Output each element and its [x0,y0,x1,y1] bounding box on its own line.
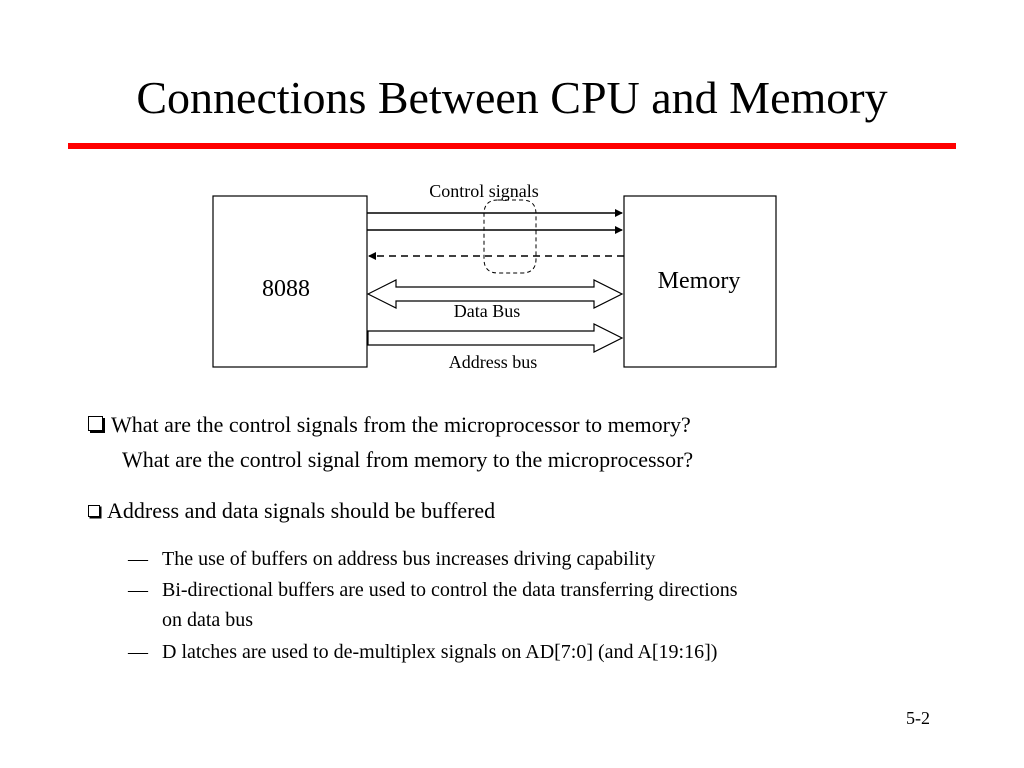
buffer-bullet: Address and data signals should be buffe… [88,494,495,528]
checkbox-bullet-icon [88,416,103,431]
question-line-2: What are the control signal from memory … [122,447,694,472]
checkbox-bullet-icon [88,505,100,517]
control-signals-group-outline [483,199,537,274]
sub-item-2: — Bi-directional buffers are used to cont… [128,575,928,635]
questions-bullet: What are the control signals from the mi… [88,408,691,442]
page-number: 5-2 [906,708,930,728]
control-signals-label: Control signals [429,181,539,201]
data-bus-arrow [366,279,624,309]
questions-bullet-continued: What are the control signal from memory … [122,443,693,477]
buffer-bullet-text: Address and data signals should be buffe… [107,498,496,523]
cpu-label: 8088 [262,276,310,302]
data-bus-label: Data Bus [454,301,521,321]
sub-item-1: — The use of buffers on address bus incre… [128,544,928,574]
dash-bullet: — [128,641,148,663]
sub-item-text-continued: on data bus [162,609,254,631]
title-rule [68,143,956,149]
memory-label: Memory [658,268,741,294]
slide-title: Connections Between CPU and Memory [136,72,888,123]
address-bus-label: Address bus [449,352,538,372]
dash-bullet: — [128,579,148,601]
address-bus-arrow [367,323,624,353]
sub-item-text: The use of buffers on address bus increa… [162,548,656,570]
question-line-1: What are the control signals from the mi… [111,412,691,437]
cpu-box [212,195,368,368]
sub-item-text: Bi-directional buffers are used to contr… [162,579,738,601]
sub-item-3: — D latches are used to de-multiplex sign… [128,637,928,667]
memory-box [623,195,777,368]
dash-bullet: — [128,548,148,570]
sub-item-text: D latches are used to de-multiplex signa… [162,641,718,663]
